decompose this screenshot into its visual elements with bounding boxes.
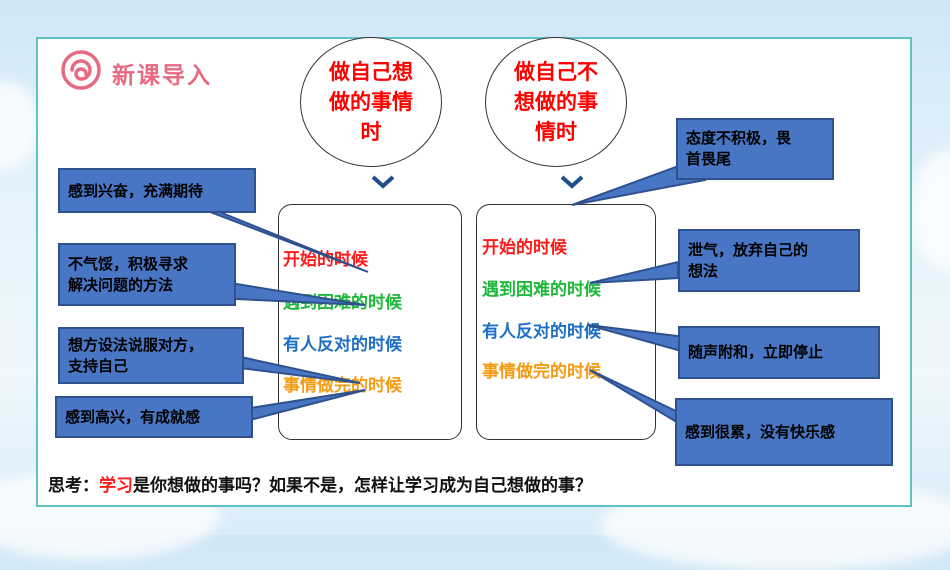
spiral-icon xyxy=(61,50,101,90)
right-column-heading: 做自己不 想做的事 情时 xyxy=(485,37,627,167)
left-row-opposition: 有人反对的时候 xyxy=(283,335,402,355)
question-keyword: 学习 xyxy=(99,476,133,496)
callout-line: 不气馁，积极寻求 xyxy=(68,255,189,273)
right-row-opposition: 有人反对的时候 xyxy=(482,322,601,342)
left-panel xyxy=(278,204,462,440)
right-row-finished: 事情做完的时候 xyxy=(482,362,601,382)
heading-line: 做的事情 xyxy=(329,90,413,114)
left-column-heading: 做自己想 做的事情 时 xyxy=(300,37,442,167)
right-callout-start: 态度不积极，畏 首畏尾 xyxy=(676,118,834,180)
question-text: 是你想做的事吗？如果不是，怎样让学习成为自己想做的事？ xyxy=(133,476,592,496)
page-title: 新课导入 xyxy=(112,63,212,89)
callout-line: 想方设法说服对方， xyxy=(68,336,204,354)
callout-line: 支持自己 xyxy=(68,357,129,375)
heading-line: 时 xyxy=(360,120,382,144)
reflection-question: 思考：学习是你想做的事吗？如果不是，怎样让学习成为自己想做的事？ xyxy=(48,471,592,496)
left-row-difficulty: 遇到困难的时候 xyxy=(283,293,402,313)
callout-line: 感到高兴，有成就感 xyxy=(65,408,201,426)
cloud-decoration xyxy=(910,150,950,270)
right-callout-difficulty: 泄气，放弃自己的 想法 xyxy=(678,229,860,292)
left-row-start: 开始的时候 xyxy=(283,250,368,270)
heading-line: 做自己想 xyxy=(329,60,413,84)
callout-line: 感到很累，没有快乐感 xyxy=(685,423,836,441)
right-callout-opposition: 随声附和，立即停止 xyxy=(678,326,880,379)
left-callout-difficulty: 不气馁，积极寻求 解决问题的方法 xyxy=(58,243,236,306)
callout-line: 首畏尾 xyxy=(686,150,732,168)
callout-line: 泄气，放弃自己的 xyxy=(688,241,809,259)
chevron-down-icon xyxy=(371,175,395,189)
left-callout-start: 感到兴奋，充满期待 xyxy=(58,168,256,213)
heading-line: 做自己不 xyxy=(514,60,598,84)
right-row-difficulty: 遇到困难的时候 xyxy=(482,280,601,300)
heading-line: 想做的事 xyxy=(514,90,598,114)
callout-line: 随声附和，立即停止 xyxy=(688,343,824,361)
callout-line: 感到兴奋，充满期待 xyxy=(68,182,204,200)
question-prefix: 思考： xyxy=(48,476,99,496)
right-callout-finished: 感到很累，没有快乐感 xyxy=(675,398,893,466)
right-row-start: 开始的时候 xyxy=(482,238,567,258)
cloud-decoration xyxy=(0,80,40,170)
chevron-down-icon xyxy=(560,175,584,189)
callout-line: 想法 xyxy=(688,262,719,280)
left-row-finished: 事情做完的时候 xyxy=(283,376,402,396)
left-callout-opposition: 想方设法说服对方， 支持自己 xyxy=(58,327,244,384)
callout-line: 态度不积极，畏 xyxy=(686,129,792,147)
left-callout-finished: 感到高兴，有成就感 xyxy=(55,396,253,438)
heading-line: 情时 xyxy=(535,120,577,144)
callout-line: 解决问题的方法 xyxy=(68,276,174,294)
